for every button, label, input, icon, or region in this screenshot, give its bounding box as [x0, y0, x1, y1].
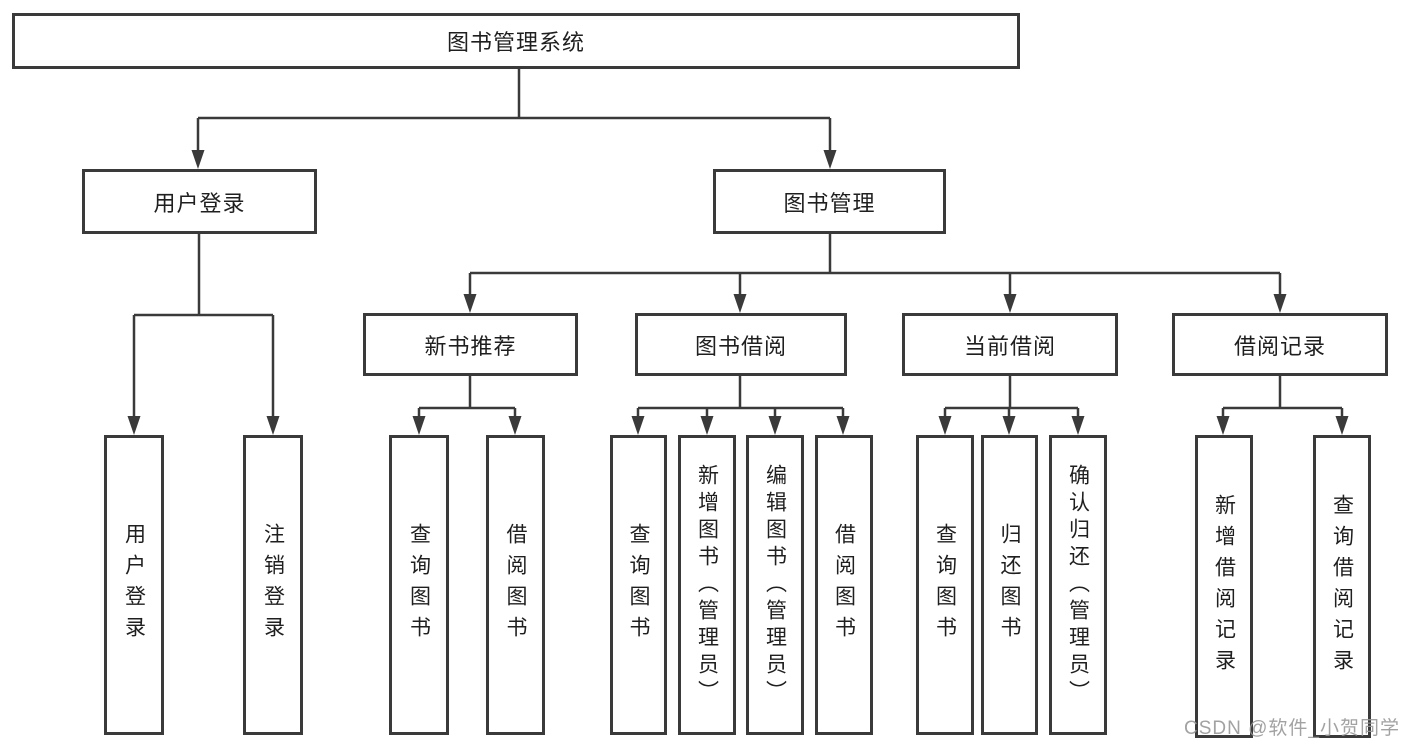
node-current-borrow: 当前借阅	[902, 313, 1118, 376]
watermark: CSDN @软件_小贺同学	[1184, 718, 1400, 739]
node-book-borrow: 图书借阅	[635, 313, 847, 376]
node-leaf-logout: 注销登录	[243, 435, 303, 735]
node-leaf-query-books-current: 查询图书	[916, 435, 974, 735]
node-leaf-query-borrow-record: 查询借阅记录	[1313, 435, 1371, 738]
connector-paths	[132, 69, 1344, 418]
node-leaf-borrow-books-recommend: 借阅图书	[486, 435, 545, 735]
node-leaf-borrow-books-borrow: 借阅图书	[815, 435, 873, 735]
node-leaf-return-books: 归还图书	[981, 435, 1038, 735]
node-leaf-add-books-admin: 新增图书（管理员）	[678, 435, 736, 735]
node-leaf-query-books-recommend: 查询图书	[389, 435, 449, 735]
node-leaf-user-login: 用户登录	[104, 435, 164, 735]
node-leaf-add-borrow-record: 新增借阅记录	[1195, 435, 1253, 738]
node-leaf-query-books-borrow: 查询图书	[610, 435, 667, 735]
node-user-login: 用户登录	[82, 169, 317, 234]
node-new-book-recommend: 新书推荐	[363, 313, 578, 376]
node-leaf-confirm-return-admin: 确认归还（管理员）	[1049, 435, 1107, 735]
node-borrow-records: 借阅记录	[1172, 313, 1388, 376]
node-root-system: 图书管理系统	[12, 13, 1020, 69]
node-leaf-edit-books-admin: 编辑图书（管理员）	[746, 435, 804, 735]
node-book-management: 图书管理	[713, 169, 946, 234]
